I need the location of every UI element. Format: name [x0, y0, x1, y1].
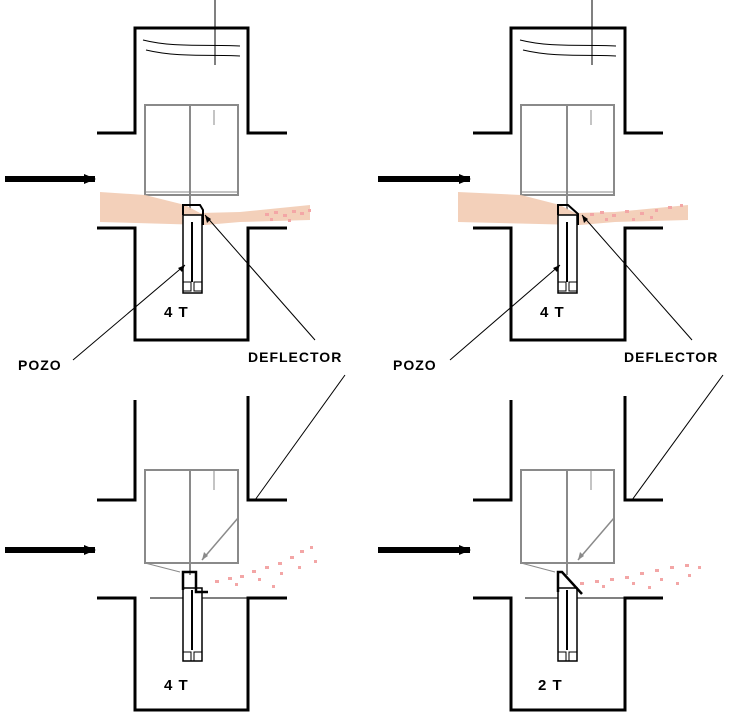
piston-taper [520, 562, 556, 573]
deflector-callout-line [204, 214, 316, 341]
fuel-spray [265, 209, 311, 222]
deflector [556, 570, 583, 595]
deflector-label: DEFLECTOR [248, 349, 342, 365]
float-bowl-outline [473, 226, 663, 342]
deflector [181, 570, 208, 594]
deflector [182, 204, 204, 225]
deflector-callout-line [631, 374, 724, 501]
fuel-spray [580, 564, 701, 589]
piston-slide [144, 469, 239, 564]
piston-taper [144, 562, 181, 573]
housing-outline [473, 396, 663, 502]
pozo-label: POZO [18, 357, 62, 373]
fuel-spray [215, 546, 317, 588]
housing-outline [97, 396, 287, 502]
pozo-callout-line [449, 264, 561, 361]
float-bowl-outline [473, 596, 663, 712]
piston-slide [144, 104, 239, 196]
housing-outline [97, 26, 287, 135]
cycle-label: 4 T [540, 304, 565, 321]
cycle-label: 4 T [164, 677, 189, 694]
cycle-label: 4 T [164, 304, 189, 321]
air-flow-band [458, 192, 688, 225]
fuel-spray [590, 204, 683, 221]
panel-top-left: 4 T POZO DEFLECTOR [5, 0, 342, 373]
deflector [557, 204, 579, 225]
panel-bottom-left: 4 T [5, 374, 346, 712]
float-bowl-outline [97, 226, 287, 342]
cycle-label: 2 T [538, 677, 563, 694]
air-flow-band [100, 192, 310, 225]
deflector-label: DEFLECTOR [624, 349, 718, 365]
pozo-label: POZO [393, 357, 437, 373]
housing-outline [473, 26, 663, 135]
deflector-pointer [577, 517, 615, 561]
spring-curves [519, 39, 617, 57]
panel-top-right: 4 T POZO DEFLECTOR [378, 0, 718, 373]
panel-bottom-right: 2 T [378, 374, 724, 712]
pozo-callout-line [72, 264, 186, 361]
deflector-pointer [201, 517, 239, 561]
deflector-callout-line [581, 214, 693, 341]
deflector-callout-line [254, 374, 346, 501]
float-bowl-outline [97, 596, 287, 712]
spring-curves [142, 39, 241, 57]
